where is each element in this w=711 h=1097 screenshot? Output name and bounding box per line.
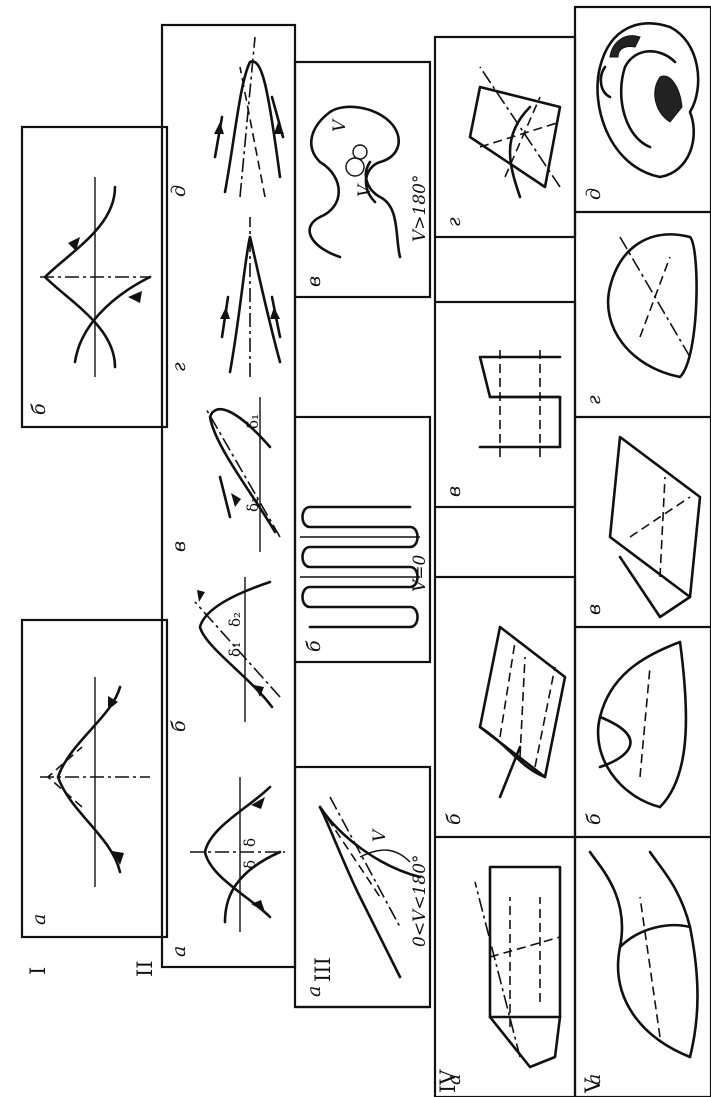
row-V-c-plunging-fold bbox=[610, 437, 700, 617]
row-III-c-angle-V2: V bbox=[355, 183, 375, 197]
row-II-label-e: д bbox=[168, 185, 190, 197]
row-II-numeral: II bbox=[133, 960, 157, 977]
row-IV-b-cylindrical-fold bbox=[480, 627, 565, 797]
row-II-d-recumbent-fold bbox=[220, 217, 280, 377]
row-II-c-overturned-fold: δ₁ δ₁ bbox=[205, 397, 280, 552]
row-II-b-delta1: δ₁ bbox=[226, 642, 244, 657]
row-IV-label-c: в bbox=[443, 486, 465, 497]
row-II-label-d: г bbox=[168, 362, 190, 372]
row-II-a-delta-left: δ bbox=[241, 860, 259, 869]
row-IV-label-b: б bbox=[443, 813, 465, 825]
row-III-b-angle-zero: V=0 bbox=[410, 554, 430, 592]
row-V-label-c: в bbox=[583, 604, 605, 615]
row-IV-label-d: г bbox=[443, 217, 465, 227]
row-V-label-a: а bbox=[583, 1074, 605, 1085]
row-I-a-anticline-drawing bbox=[40, 677, 150, 887]
row-II-c-delta1-right: δ₁ bbox=[244, 414, 262, 429]
row-III-label-a: а bbox=[303, 986, 325, 997]
row-III-label-b: б bbox=[303, 640, 325, 652]
row-II-label-a: а bbox=[168, 946, 190, 957]
row-I-label-a: а bbox=[28, 914, 50, 925]
row-II-b-delta2: δ₂ bbox=[226, 612, 244, 627]
row-III-c-fan-folds: V V V>180° bbox=[310, 107, 430, 257]
row-II-label-b: б bbox=[168, 720, 190, 732]
row-II-b-asymmetric-fold: δ₁ δ₂ bbox=[195, 577, 280, 722]
row-IV-a-planar-fold bbox=[475, 867, 560, 1067]
row-III-a-open-fold: V 0<V<180° bbox=[320, 797, 430, 977]
row-II-label-c: в bbox=[168, 541, 190, 552]
row-V-label-b: б bbox=[583, 813, 605, 825]
row-III-label-c: в bbox=[303, 276, 325, 287]
row-V-label-d: г bbox=[583, 395, 605, 405]
row-III-c-angle-range: V>180° bbox=[410, 175, 430, 242]
row-IV-d-conical-fold bbox=[470, 67, 560, 197]
row-V-e-complex-fold bbox=[598, 23, 699, 177]
row-IV-panel-c bbox=[435, 302, 575, 507]
row-V-label-e: д bbox=[583, 188, 605, 200]
row-II-e-isoclinal-fold bbox=[214, 37, 284, 197]
row-II-a-symmetric-fold: δ δ bbox=[190, 777, 285, 932]
row-III-c-angle-V1: V bbox=[330, 118, 350, 132]
row-III-panel-b bbox=[295, 417, 430, 662]
row-III-numeral: III bbox=[311, 957, 335, 982]
row-IV-label-a: а bbox=[443, 1074, 465, 1085]
row-I-label-b: б bbox=[28, 403, 50, 415]
row-IV-c-chevron-fold bbox=[480, 347, 560, 457]
row-II-c-delta1-left: δ₁ bbox=[244, 497, 262, 512]
row-I-numeral: I bbox=[26, 967, 50, 975]
row-I-b-fold-drawing bbox=[40, 177, 150, 377]
row-V-b-saddle-surface bbox=[598, 642, 686, 807]
row-III-a-angle-V: V bbox=[370, 828, 390, 842]
row-V-d-dome bbox=[608, 234, 696, 377]
row-II-a-delta-right: δ bbox=[241, 838, 259, 847]
row-III-b-isoclinal-folds: V=0 bbox=[300, 507, 430, 627]
row-V-a-warped-surface bbox=[590, 852, 698, 1057]
row-III-a-angle-range: 0<V<180° bbox=[410, 854, 430, 947]
